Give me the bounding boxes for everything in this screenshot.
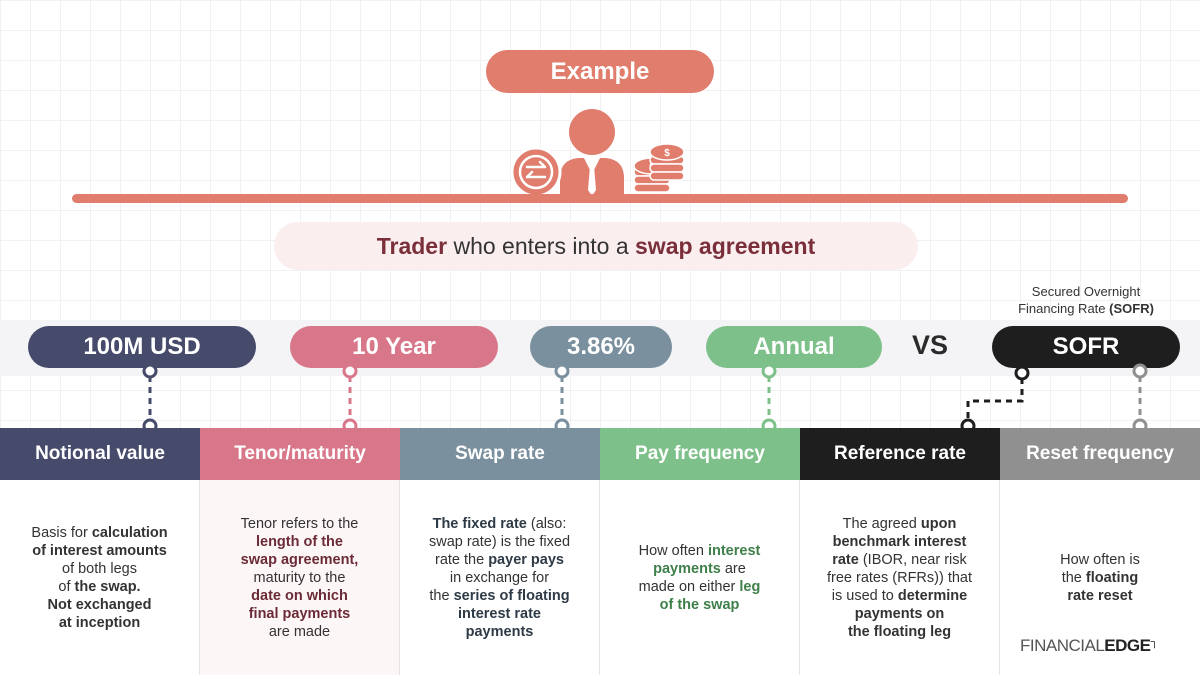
swap-rate-header: Swap rate [400,428,600,480]
notional-value-label: 100M USD [83,333,201,360]
reset-frequency-description: How often is the floating rate reset [1000,480,1200,675]
tenor-maturity-header: Tenor/maturity [200,428,400,480]
sofr-note: Secured Overnight Financing Rate (SOFR) [1000,283,1172,317]
notional-value-header: Notional value [0,428,200,480]
tenor-value-pill: 10 Year [290,326,498,368]
swap-rate-title: Swap rate [455,443,545,464]
sofr-value-label: SOFR [1052,333,1120,360]
swap-rate-value-pill: 3.86% [530,326,672,368]
reference-rate-title: Reference rate [833,443,967,464]
reset-frequency-title: Reset frequency [1026,443,1174,464]
sofr-note-line1: Secured Overnight [1031,284,1141,299]
notional-value-pill: 100M USD [28,326,256,368]
pay-frequency-header: Pay frequency [600,428,800,480]
tenor-maturity-title: Tenor/maturity [234,443,366,464]
divider-bar [72,194,1128,203]
sofr-note-line2: Financing Rate [1018,301,1110,316]
swap-rate-description: The fixed rate (also: swap rate) is the … [400,480,600,675]
example-title-pill: Example [486,50,714,93]
reference-rate-header: Reference rate [800,428,1000,480]
notional-value-title: Notional value [35,443,165,464]
pay-frequency-value-label: Annual [753,333,835,360]
exchange-icon [510,146,562,198]
swap-agreement-text: swap agreement [635,232,816,259]
reset-frequency-header: Reset frequency [1000,428,1200,480]
trader-middle-text: who enters into a [447,232,636,259]
pay-frequency-value-pill: Annual [706,326,882,368]
tenor-maturity-description: Tenor refers to the length of the swap a… [200,480,400,675]
trader-word: Trader [376,232,448,259]
trader-caption: Trader who enters into a swap agreement [274,222,918,270]
sofr-value-pill: SOFR [992,326,1180,368]
vs-label: VS [912,330,949,360]
example-label: Example [550,57,650,85]
pay-frequency-title: Pay frequency [635,443,765,464]
reference-rate-description: The agreed upon benchmark interest rate … [800,480,1000,675]
tenor-value-label: 10 Year [352,333,436,360]
financial-edge-logo: FINANCIALEDGE┐ [1020,636,1158,655]
coin-stack-icon: $ $ [633,143,685,193]
trader-icon: $ $ [510,109,685,198]
connector-lines [142,363,1148,432]
swap-rate-value-label: 3.86% [566,333,636,360]
sofr-note-abbrev: (SOFR) [1109,301,1154,316]
notional-value-description: Basis for calculation of interest amount… [0,480,200,675]
svg-text:$: $ [664,148,670,159]
pay-frequency-description: How often interest payments are made on … [600,480,800,675]
